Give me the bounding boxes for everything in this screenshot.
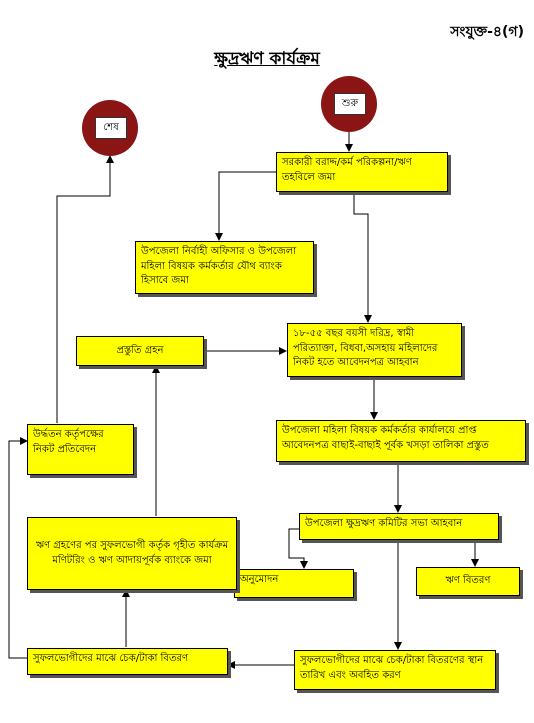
box-joint-bank-account: উপজেলা নির্বাহী অফিসার ও উপজেলা মহিলা বি…: [135, 241, 314, 294]
annex-tag: সংযুক্ত-৪(গ): [450, 24, 524, 40]
arrow-b9-to-b12: [8, 437, 28, 659]
box-loan-disbursement: ঋণ বিতরণ: [416, 567, 520, 596]
box-report-to-authority: উর্দ্ধতন কর্তৃপক্ষের নিকট প্রতিবেদন: [27, 424, 134, 475]
arrow-b12-to-end: [56, 155, 114, 423]
box-distribution-notice: সুফলভোগীদের মাঝে চেক/টাকা বিতরণের স্থান …: [294, 650, 496, 690]
end-label: শেষ: [95, 117, 127, 139]
box-preparation: প্রস্তুতি গ্রহন: [76, 336, 204, 366]
box-committee-meeting: উপজেলা ক্ষুদ্রঋণ কমিটির সভা আহবান: [299, 513, 499, 540]
end-node: শেষ: [82, 100, 138, 156]
page-title: ক্ষুদ্রঋণ কার্যক্রম: [214, 49, 320, 69]
arrow-b5-to-b6: [288, 528, 308, 569]
arrow-b1-to-b2: [215, 171, 276, 241]
start-node: শুরু: [321, 76, 377, 132]
arrow-b1-to-b3: [353, 192, 372, 323]
box-allocation: সরকারী বরাদ্দ/কর্ম পরিকল্পনা/ঋণ তহবিলে জ…: [276, 152, 448, 192]
box-monitoring-recovery: ঋণ গ্রহণের পর সুফলভোগী কর্তৃক গৃহীত কার্…: [27, 517, 237, 590]
box-application-call: ১৮-৫৫ বছর বয়সী দরিদ্র, স্বামী পরিত্যাক্…: [287, 323, 462, 377]
box-approval: অনুমোদন: [234, 569, 354, 598]
start-label: শুরু: [334, 93, 366, 115]
box-screening-list: উপজেলা মহিলা বিষয়ক কর্মকর্তার কার্যালয়…: [276, 420, 526, 462]
box-cheque-distribution: সুফলভোগীদের মাঝে চেক/টাকা বিতরণ: [27, 648, 228, 675]
